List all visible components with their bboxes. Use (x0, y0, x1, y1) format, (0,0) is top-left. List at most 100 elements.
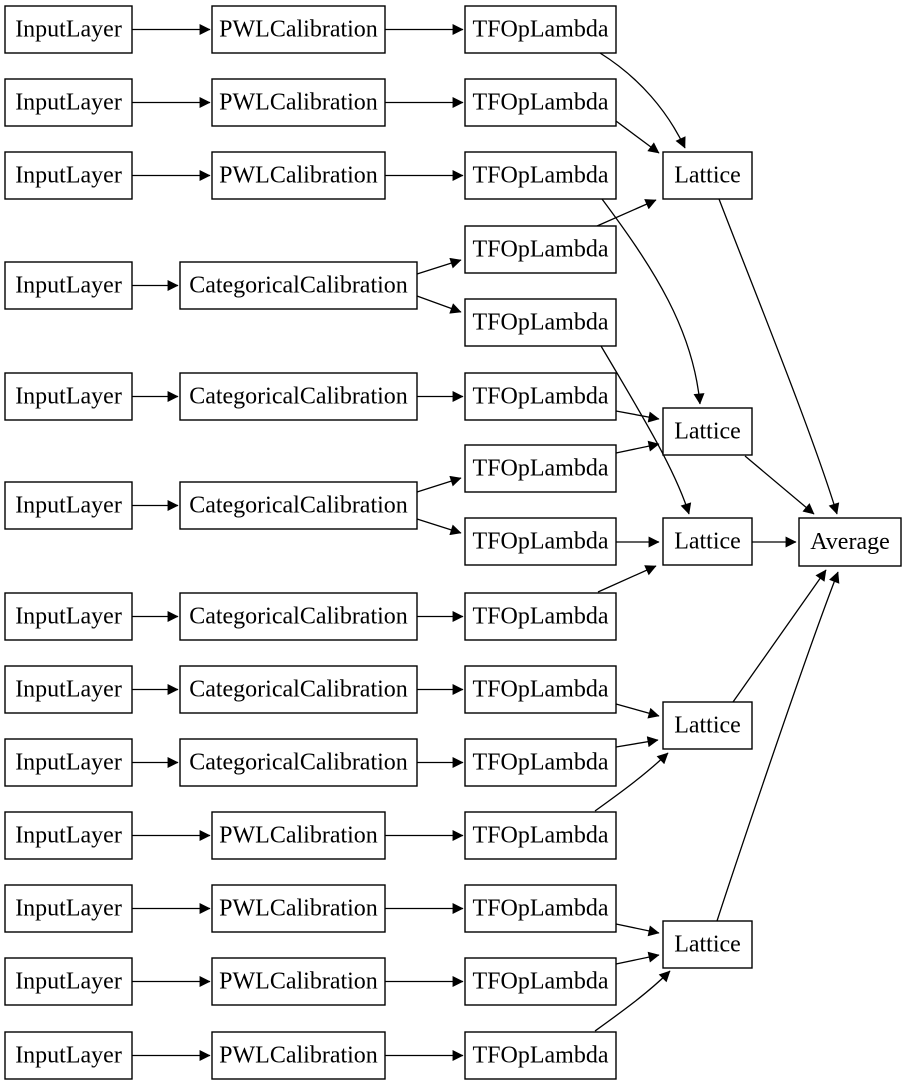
edge-lambda-10-to-lattice-4 (615, 703, 660, 719)
node-box-lambda-11 (464, 738, 617, 787)
edge-lambda-1-to-lattice-1 (599, 52, 686, 149)
node-box-lambda-9 (464, 592, 617, 641)
node-lambda-9: TFOpLambda (464, 592, 617, 641)
node-label-input-3: InputLayer (15, 163, 122, 189)
node-box-input-7 (4, 592, 133, 641)
node-label-cat-3: CategoricalCalibration (189, 493, 408, 519)
node-box-lambda-14 (464, 957, 617, 1006)
node-lambda-6: TFOpLambda (464, 372, 617, 421)
edge-lambda-4-to-lattice-1 (596, 199, 657, 227)
node-label-lattice-3: Lattice (674, 529, 741, 555)
node-label-lambda-1: TFOpLambda (473, 17, 609, 43)
node-input-7: InputLayer (4, 592, 133, 641)
node-pwl-1: PWLCalibration (211, 5, 386, 54)
node-box-lambda-10 (464, 665, 617, 714)
node-label-lambda-2: TFOpLambda (473, 90, 609, 116)
edge-lambda-13-to-lattice-5 (615, 923, 660, 937)
node-box-pwl-6 (211, 957, 386, 1006)
node-label-cat-6: CategoricalCalibration (189, 750, 408, 776)
node-input-11: InputLayer (4, 884, 133, 933)
node-cat-3: CategoricalCalibration (179, 481, 418, 530)
node-label-input-2: InputLayer (15, 90, 122, 116)
node-box-input-8 (4, 665, 133, 714)
node-pwl-5: PWLCalibration (211, 884, 386, 933)
node-box-pwl-4 (211, 811, 386, 860)
node-average: Average (798, 517, 902, 567)
node-label-lambda-14: TFOpLambda (473, 969, 609, 995)
edge-lambda-15-to-lattice-5 (594, 970, 671, 1032)
node-box-cat-1 (179, 261, 418, 310)
node-cat-1: CategoricalCalibration (179, 261, 418, 310)
edge-lambda-2-to-lattice-1 (615, 120, 660, 154)
node-label-input-9: InputLayer (15, 750, 122, 776)
node-input-4: InputLayer (4, 261, 133, 310)
node-cat-5: CategoricalCalibration (179, 665, 418, 714)
node-pwl-6: PWLCalibration (211, 957, 386, 1006)
node-label-lambda-9: TFOpLambda (473, 604, 609, 630)
edge-lattice-4-to-average (732, 569, 827, 703)
node-box-lambda-1 (464, 5, 617, 54)
edge-cat-1-to-lambda-5 (416, 295, 462, 314)
node-box-input-12 (4, 957, 133, 1006)
node-label-input-7: InputLayer (15, 604, 122, 630)
node-box-lambda-4 (464, 225, 617, 274)
node-label-pwl-7: PWLCalibration (219, 1043, 378, 1069)
node-input-9: InputLayer (4, 738, 133, 787)
node-label-input-13: InputLayer (15, 1043, 122, 1069)
node-pwl-2: PWLCalibration (211, 78, 386, 127)
edge-cat-3-to-lambda-8 (416, 518, 462, 536)
node-label-lambda-15: TFOpLambda (473, 1043, 609, 1069)
node-label-lambda-6: TFOpLambda (473, 384, 609, 410)
edge-lambda-9-to-lattice-3 (597, 565, 657, 593)
node-lambda-4: TFOpLambda (464, 225, 617, 274)
node-label-input-1: InputLayer (15, 17, 122, 43)
node-box-input-3 (4, 151, 133, 200)
node-box-lambda-3 (464, 151, 617, 200)
node-box-input-11 (4, 884, 133, 933)
node-box-lattice-3 (662, 517, 753, 566)
node-cat-2: CategoricalCalibration (179, 372, 418, 421)
edge-lattice-5-to-average (716, 571, 840, 922)
node-box-lattice-2 (662, 407, 753, 456)
node-lambda-7: TFOpLambda (464, 444, 617, 493)
node-label-lattice-4: Lattice (674, 713, 741, 739)
node-box-lambda-7 (464, 444, 617, 493)
node-box-lambda-5 (464, 298, 617, 347)
edges-layer (132, 24, 840, 1061)
node-box-pwl-5 (211, 884, 386, 933)
node-label-lattice-5: Lattice (674, 932, 741, 958)
node-box-lambda-8 (464, 517, 617, 566)
edge-cat-1-to-lambda-4 (416, 257, 462, 275)
node-label-lambda-7: TFOpLambda (473, 456, 609, 482)
node-lambda-11: TFOpLambda (464, 738, 617, 787)
node-input-8: InputLayer (4, 665, 133, 714)
edge-lattice-2-to-average (744, 455, 815, 515)
node-lambda-12: TFOpLambda (464, 811, 617, 860)
node-label-lambda-11: TFOpLambda (473, 750, 609, 776)
edge-lattice-1-to-average (718, 198, 840, 515)
node-label-input-12: InputLayer (15, 969, 122, 995)
node-box-cat-6 (179, 738, 418, 787)
node-cat-6: CategoricalCalibration (179, 738, 418, 787)
node-box-input-2 (4, 78, 133, 127)
edge-lambda-12-to-lattice-4 (594, 752, 669, 812)
node-lambda-3: TFOpLambda (464, 151, 617, 200)
node-box-cat-5 (179, 665, 418, 714)
node-lattice-3: Lattice (662, 517, 753, 566)
node-box-input-5 (4, 372, 133, 421)
node-box-pwl-3 (211, 151, 386, 200)
node-lambda-13: TFOpLambda (464, 884, 617, 933)
node-box-average (798, 517, 902, 567)
node-box-cat-3 (179, 481, 418, 530)
node-box-lattice-5 (662, 920, 753, 969)
node-label-pwl-4: PWLCalibration (219, 823, 378, 849)
node-box-input-9 (4, 738, 133, 787)
node-box-input-13 (4, 1031, 133, 1080)
node-label-lambda-8: TFOpLambda (473, 529, 609, 555)
node-label-pwl-3: PWLCalibration (219, 163, 378, 189)
node-label-lattice-2: Lattice (674, 419, 741, 445)
node-label-pwl-6: PWLCalibration (219, 969, 378, 995)
node-box-cat-2 (179, 372, 418, 421)
node-box-pwl-2 (211, 78, 386, 127)
